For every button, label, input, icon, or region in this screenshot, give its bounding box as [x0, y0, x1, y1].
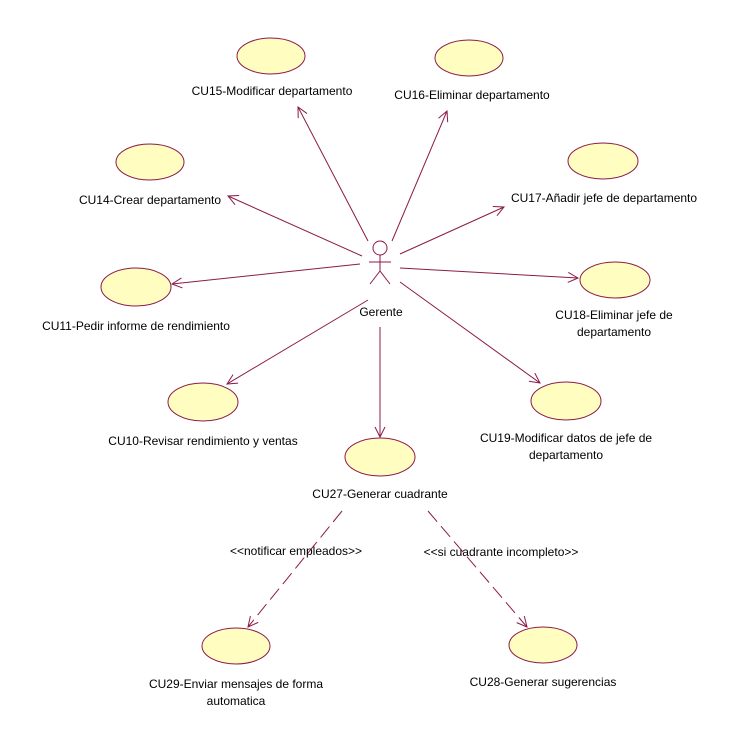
use-case-ellipse: [167, 382, 239, 422]
associations: [172, 107, 578, 437]
use-case-label: CU15-Modificar departamento: [192, 84, 353, 98]
actor-label: Gerente: [359, 305, 403, 319]
actor-right-leg: [379, 270, 391, 285]
use-case-ellipse: [236, 37, 306, 75]
association-uc18: [399, 267, 578, 278]
association-uc19: [399, 281, 540, 383]
use-case-uc28[interactable]: CU28-Generar sugerencias: [470, 626, 617, 689]
use-case-label: CU14-Crear departamento: [79, 193, 221, 207]
use-case-ellipse: [100, 267, 172, 307]
use-case-label-line1: CU29-Enviar mensajes de forma: [149, 677, 323, 691]
use-case-uc15[interactable]: CU15-Modificar departamento: [192, 37, 353, 98]
use-case-ellipse: [344, 437, 416, 477]
use-case-uc16[interactable]: CU16-Eliminar departamento: [394, 39, 550, 102]
use-case-uc18[interactable]: CU18-Eliminar jefe de departamento: [555, 261, 673, 339]
use-case-uc11[interactable]: CU11-Pedir informe de rendimiento: [42, 267, 230, 333]
use-case-ellipse: [567, 142, 639, 180]
association-uc16: [391, 111, 447, 242]
use-case-label: CU17-Añadir jefe de departamento: [511, 191, 697, 205]
association-uc11: [172, 263, 361, 284]
association-uc17: [399, 207, 504, 255]
stereotype-label-cuadrante: <<si cuadrante incompleto>>: [424, 545, 579, 559]
dependencies: [248, 510, 527, 627]
use-case-label-line1: CU19-Modificar datos de jefe de: [480, 431, 652, 445]
use-case-label-line2: departamento: [529, 448, 603, 462]
use-case-label-line2: departamento: [577, 325, 651, 339]
use-case-label: CU11-Pedir informe de rendimiento: [42, 319, 230, 333]
use-case-uc29[interactable]: CU29-Enviar mensajes de forma automatica: [149, 627, 323, 708]
use-case-label-line1: CU18-Eliminar jefe de: [555, 308, 673, 322]
use-case-uc19[interactable]: CU19-Modificar datos de jefe de departam…: [480, 381, 652, 462]
association-uc14: [228, 196, 363, 257]
stereotype-label-notificar: <<notificar empleados>>: [230, 544, 362, 558]
association-uc15: [298, 107, 369, 242]
use-case-label-line2: automatica: [207, 694, 266, 708]
use-case-label: CU16-Eliminar departamento: [394, 88, 550, 102]
actor-gerente[interactable]: Gerente: [359, 240, 403, 319]
use-case-label: CU27-Generar cuadrante: [312, 487, 448, 501]
use-case-uc10[interactable]: CU10-Revisar rendimiento y ventas: [108, 382, 298, 448]
use-case-ellipse: [579, 261, 651, 299]
actor-left-leg: [369, 270, 381, 285]
use-case-ellipse: [508, 626, 578, 664]
use-case-label: CU10-Revisar rendimiento y ventas: [108, 434, 297, 448]
dependency-uc27-uc28: [427, 510, 527, 627]
association-uc10: [227, 299, 369, 384]
use-case-label: CU28-Generar sugerencias: [470, 675, 617, 689]
dependency-uc27-uc29: [248, 510, 343, 627]
actor-head: [372, 240, 388, 256]
use-case-ellipse: [201, 627, 271, 665]
use-case-ellipse: [115, 143, 185, 181]
use-case-ellipse: [530, 381, 602, 421]
use-case-uc17[interactable]: CU17-Añadir jefe de departamento: [511, 142, 697, 205]
use-case-uc27[interactable]: CU27-Generar cuadrante: [312, 437, 448, 501]
use-case-uc14[interactable]: CU14-Crear departamento: [79, 143, 221, 207]
use-case-ellipse: [434, 39, 504, 77]
